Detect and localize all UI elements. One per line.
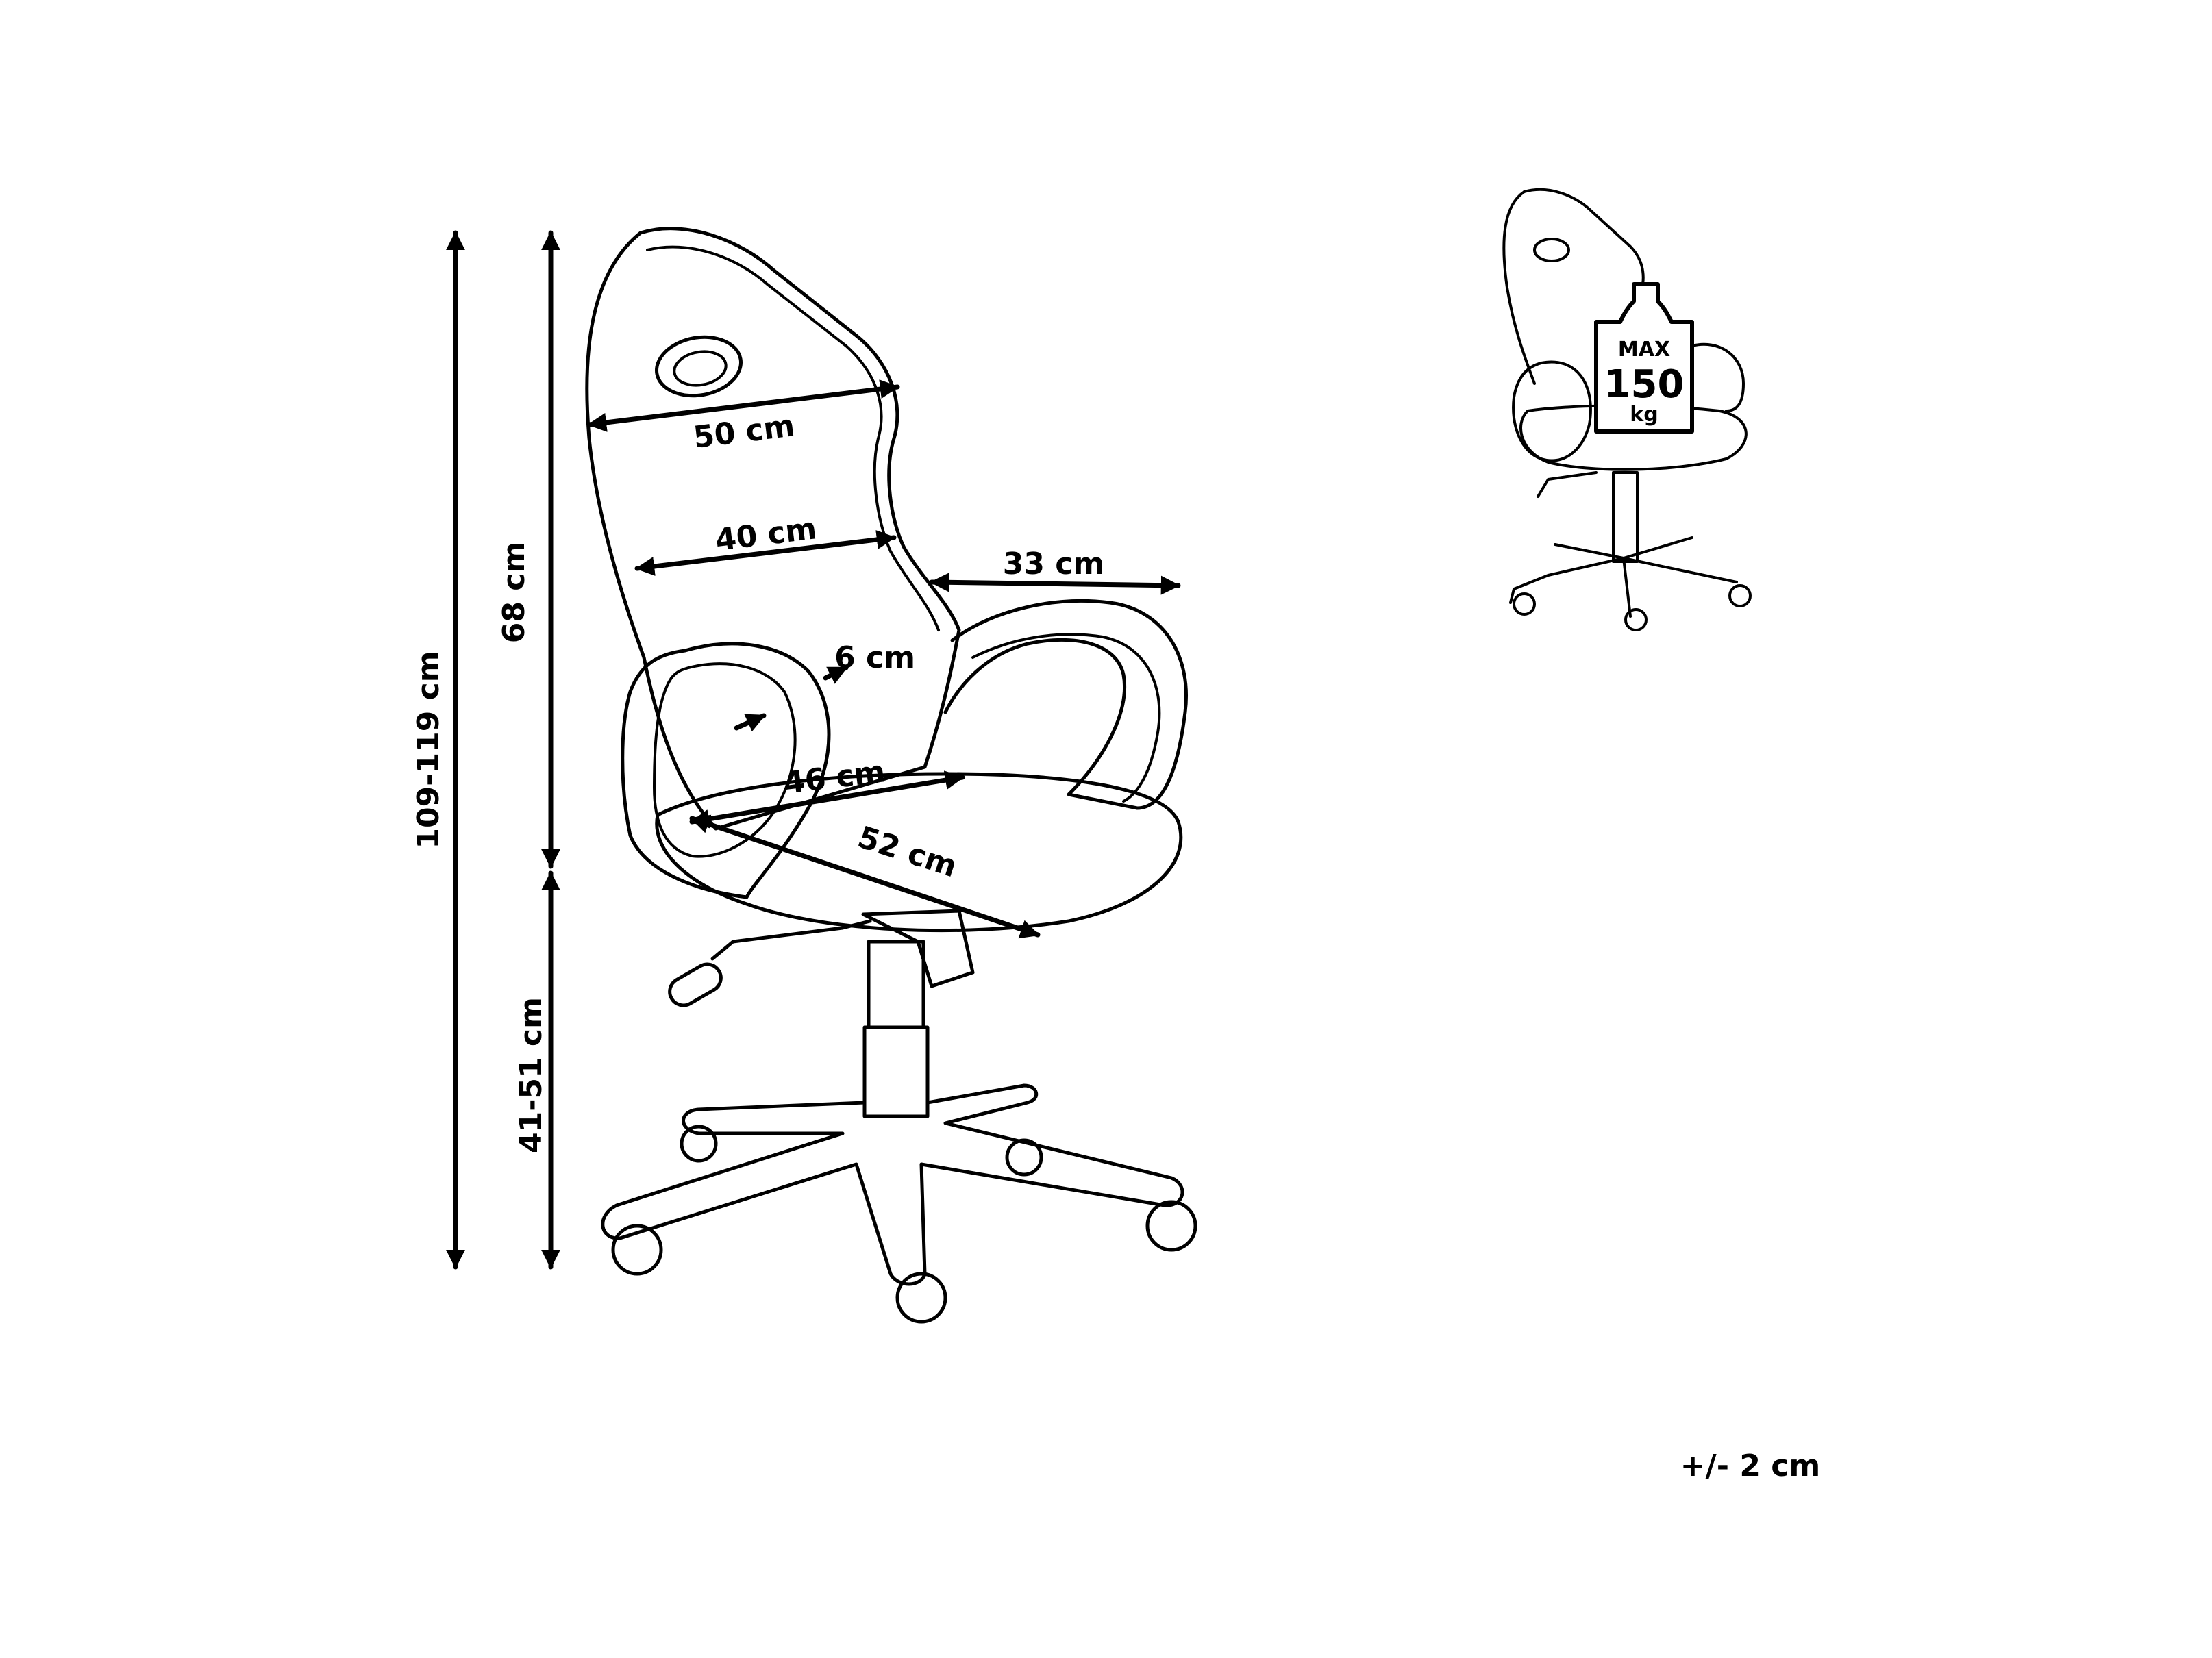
lever-handle	[668, 962, 723, 1007]
small-armrest-right	[1691, 342, 1745, 412]
max-load-label: MAX	[1618, 338, 1670, 362]
gas-cylinder-bottom	[862, 1025, 930, 1118]
dim-seat-width-line	[689, 770, 965, 829]
headrest-logo-inner	[673, 350, 728, 387]
dim-armrest-width-arrow-out	[734, 713, 767, 732]
caster-wheels	[611, 1125, 1197, 1324]
dim-armrest-length-line	[929, 573, 1181, 595]
backrest-inner-line	[646, 245, 940, 631]
dim-seat-depth-line	[689, 814, 1041, 939]
small-logo-ring	[1533, 238, 1570, 262]
label-seat-height: 41-51 cm	[514, 997, 549, 1153]
label-seat-depth: 52 cm	[854, 820, 961, 884]
max-load-unit: kg	[1630, 403, 1658, 427]
backrest-outline	[585, 227, 961, 831]
small-armrest	[1512, 360, 1592, 462]
label-back-width: 40 cm	[713, 511, 819, 558]
dimension-lines	[446, 230, 1181, 1270]
label-armrest-length: 33 cm	[1003, 547, 1104, 581]
label-top-width: 50 cm	[691, 408, 797, 455]
dim-top-width-line	[586, 379, 900, 432]
gas-cylinder-top	[867, 940, 925, 1029]
armrest-right	[943, 599, 1188, 810]
label-armrest-width: 6 cm	[834, 640, 915, 675]
main-chair-drawing	[585, 227, 1197, 1324]
armrest-right-inner	[971, 633, 1161, 803]
headrest-logo-ring	[655, 335, 743, 398]
dim-armrest-width-arrow-in	[823, 665, 849, 684]
max-load-value: 150	[1604, 362, 1685, 407]
label-total-height: 109-119 cm	[411, 651, 446, 849]
max-load-chair-drawing: MAX 150 kg	[1502, 188, 1752, 631]
tolerance-note: +/- 2 cm	[1680, 1448, 1820, 1483]
small-cylinder	[1612, 471, 1639, 563]
height-lever	[710, 919, 872, 961]
seat-mechanism	[861, 909, 975, 988]
label-backrest-height: 68 cm	[497, 542, 532, 643]
small-lever	[1537, 471, 1598, 498]
max-load-weight-icon	[1594, 282, 1694, 434]
small-base	[1509, 536, 1738, 618]
small-backrest-left	[1502, 190, 1536, 385]
dim-back-width-line	[634, 530, 897, 576]
